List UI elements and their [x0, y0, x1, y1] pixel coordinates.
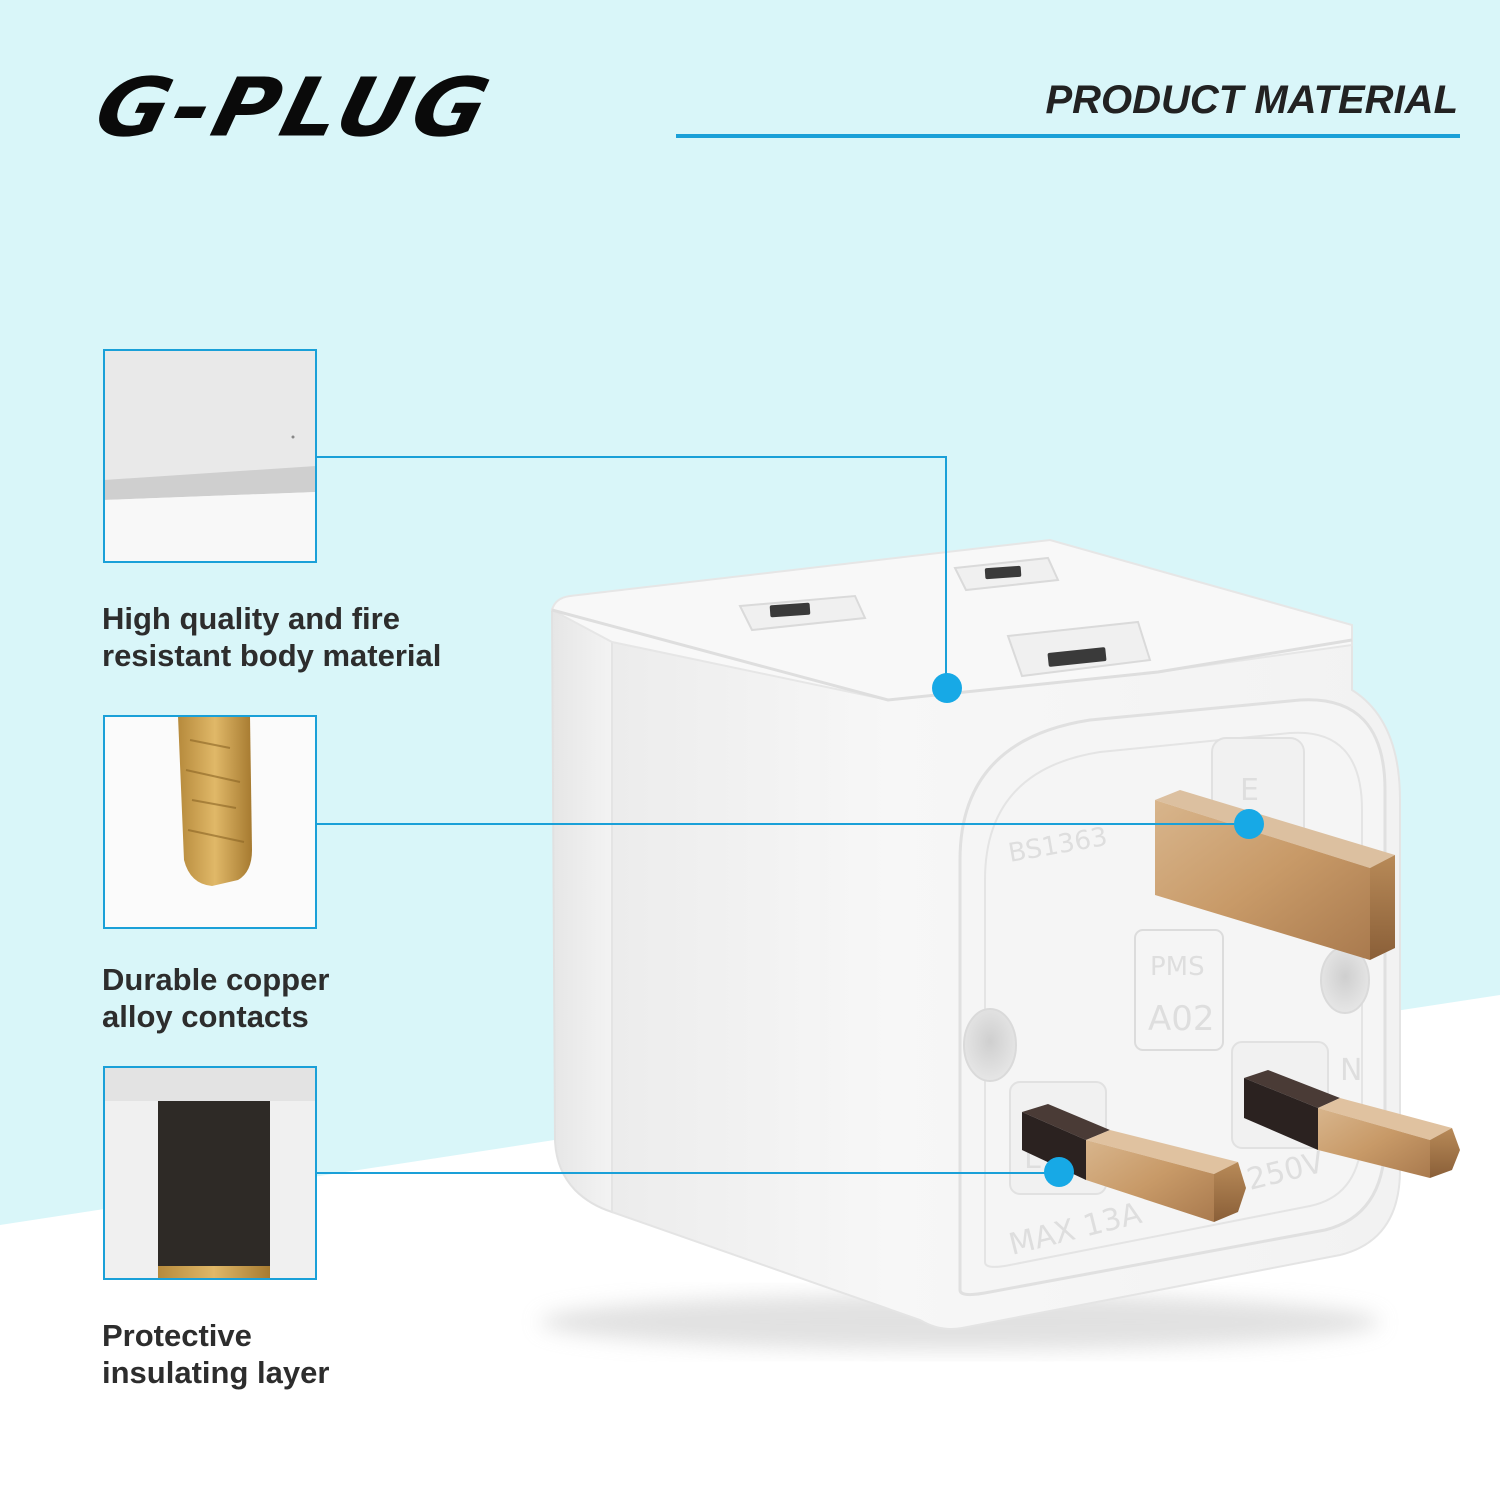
- callout-line-body: [317, 456, 947, 688]
- plug-top-face-edge: [551, 608, 1353, 702]
- maker-mark-box: [1134, 929, 1224, 1051]
- plug-face-inner-outline: [984, 731, 1363, 1268]
- brand-logo: G-PLUG: [86, 60, 503, 155]
- socket-hole-left: [738, 594, 867, 632]
- neutral-letter: N: [1340, 1053, 1362, 1088]
- caption-line: High quality and fire: [102, 601, 400, 636]
- callout-dot-insulation: [1044, 1157, 1074, 1187]
- maker-mark: PMS: [1150, 952, 1205, 982]
- earth-pin: [1155, 790, 1395, 960]
- caption-line: resistant body material: [102, 638, 442, 673]
- section-title: PRODUCT MATERIAL: [1045, 78, 1458, 122]
- title-underline: [676, 134, 1460, 138]
- detail-image-copper-contact: [103, 715, 317, 929]
- neutral-pin: [1244, 1070, 1460, 1178]
- caption-line: Durable copper: [102, 962, 330, 997]
- feature-caption-insulating-layer: Protective insulating layer: [102, 1317, 522, 1391]
- callout-dot-body: [932, 673, 962, 703]
- feature-caption-copper-contacts: Durable copper alloy contacts: [102, 961, 522, 1035]
- plug-left-face: [550, 608, 613, 1214]
- caption-line: insulating layer: [102, 1355, 330, 1390]
- model-marking: A02: [1148, 999, 1215, 1039]
- earth-pin-letter: E: [1240, 773, 1259, 808]
- live-pin: [1022, 1104, 1246, 1222]
- feature-caption-body-material: High quality and fire resistant body mat…: [102, 600, 522, 674]
- detail-image-insulating-layer: [103, 1066, 317, 1280]
- caption-line: Protective: [102, 1318, 252, 1353]
- caption-line: alloy contacts: [102, 999, 309, 1034]
- socket-hole-right: [953, 556, 1060, 592]
- detail-image-body-material: [103, 349, 317, 563]
- callout-dot-copper: [1234, 809, 1264, 839]
- screw-hole-left: [963, 1008, 1017, 1082]
- socket-hole-earth: [1006, 620, 1152, 678]
